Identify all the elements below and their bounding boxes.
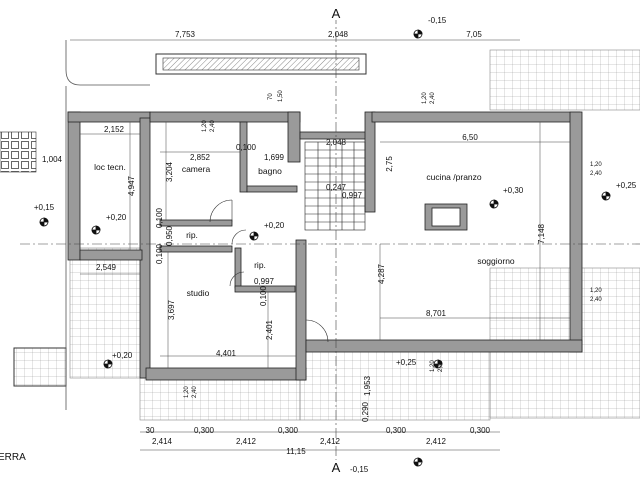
dim-studio-h: 3,697: [167, 299, 176, 320]
dim-top-2: 2,048: [328, 30, 349, 39]
dim-stair-w: 2,048: [326, 138, 347, 147]
level-marker-icon: [489, 199, 499, 209]
room-rip-2: rip.: [254, 260, 266, 270]
level-markers: [39, 29, 611, 467]
dim-wall-a: 0,100: [236, 143, 257, 152]
dim-stair-a: 0,247: [326, 183, 347, 192]
dim-bay-3: 2,412: [320, 437, 341, 446]
dim-loc-h: 4,947: [127, 175, 136, 196]
section-marker-bottom: A: [332, 460, 341, 475]
level-top: -0,15: [428, 16, 447, 25]
dim-terrace-h: 1,953: [363, 375, 372, 396]
dim-kitchen-h: 2,75: [385, 156, 394, 172]
dim-win-240a: 2,40: [210, 120, 216, 132]
dimension-lines: [70, 39, 570, 451]
garden-boundary: [65, 40, 150, 86]
level-marker-icon: [433, 359, 443, 369]
dim-win-120d: 1,20: [590, 288, 602, 294]
dim-wall-d: 0,100: [259, 285, 268, 306]
dim-rip-w: 0,950: [165, 225, 174, 246]
bench-left: [13, 347, 67, 387]
staircase: [304, 141, 366, 231]
dim-top-1: 7,753: [175, 30, 196, 39]
terrace-areas: [69, 49, 640, 421]
dim-bay-4: 2,412: [426, 437, 447, 446]
dim-camera-h: 3,204: [165, 161, 174, 182]
level-marker-icon: [413, 457, 423, 467]
fireplace: [431, 207, 461, 227]
dim-win-120f: 1,20: [184, 386, 190, 398]
dim-living-w: 8,701: [426, 309, 447, 318]
dim-col-4: 0,300: [470, 426, 491, 435]
room-loc-tecn: loc tecn.: [94, 162, 126, 172]
dim-col-1: 0,300: [194, 426, 215, 435]
dim-win-240f: 2,40: [192, 386, 198, 398]
room-soggiorno: soggiorno: [477, 256, 515, 266]
paving-left: [0, 131, 37, 173]
dim-rip2-w: 0,997: [254, 277, 275, 286]
room-cucina: cucina /pranzo: [426, 172, 482, 182]
level-marker-icon: [249, 231, 259, 241]
dim-loc-w: 2,152: [104, 125, 125, 134]
room-bagno: bagno: [258, 166, 282, 176]
dim-wall-b: 0,100: [155, 207, 164, 228]
level-terrace-left: +0,20: [112, 351, 133, 360]
room-rip-1: rip.: [186, 230, 198, 240]
room-camera: camera: [182, 164, 211, 174]
dim-bottom-left: 2,549: [96, 263, 117, 272]
walls: [67, 111, 583, 381]
level-marker-icon: [103, 359, 113, 369]
level-marker-icon: [413, 29, 423, 39]
level-cucina: +0,30: [503, 186, 524, 195]
dim-bay-2: 2,412: [236, 437, 257, 446]
level-right: +0,25: [616, 181, 637, 190]
level-loc: +0,20: [106, 213, 127, 222]
section-marker-top: A: [332, 6, 341, 21]
dim-stair-b: 0,997: [342, 191, 363, 200]
dim-win-120b: 1,20: [422, 92, 428, 104]
dim-win-70: 70: [268, 93, 274, 100]
dim-bay-1: 2,414: [152, 437, 173, 446]
dim-win-150: 1,50: [278, 90, 284, 102]
dim-win-120a: 1,20: [202, 120, 208, 132]
dim-kitchen-w: 6,50: [462, 133, 478, 142]
level-marker-icon: [601, 191, 611, 201]
level-marker-icon: [39, 217, 49, 227]
dim-studio-w: 4,401: [216, 349, 237, 358]
dim-top-3: 7,05: [466, 30, 482, 39]
dim-terrace-t: 0,290: [361, 401, 370, 422]
door-swings: [209, 199, 329, 343]
room-studio: studio: [187, 288, 210, 298]
planter-top-fill: [162, 57, 360, 71]
dim-living-h2: 4,287: [377, 263, 386, 284]
level-left: +0,15: [34, 203, 55, 212]
dim-win-240c: 2,40: [590, 171, 602, 177]
dim-left-1: 1,004: [42, 155, 63, 164]
section-markers: A A: [331, 6, 342, 475]
dim-col-2: 0,300: [278, 426, 299, 435]
dim-win-120c: 1,20: [590, 162, 602, 168]
level-terrace-right: +0,25: [396, 358, 417, 367]
dim-col-3: 0,300: [386, 426, 407, 435]
dim-wall-c: 0,100: [155, 243, 164, 264]
dim-win-240e: 2,40: [438, 360, 444, 372]
dim-living-h: 7,148: [537, 223, 546, 244]
dim-camera-w: 2,852: [190, 153, 211, 162]
dim-win-240b: 2,40: [430, 92, 436, 104]
level-marker-icon: [91, 225, 101, 235]
level-bottom: -0,15: [350, 465, 369, 474]
drawing-title: ERRA: [0, 452, 26, 463]
dim-win-120e: 1,20: [430, 360, 436, 372]
dim-bagno-w: 1,699: [264, 153, 285, 162]
dim-studio-r: 2,401: [265, 319, 274, 340]
section-lines: [20, 14, 640, 470]
dim-col-0: 30: [146, 426, 155, 435]
dim-win-240d: 2,40: [590, 297, 602, 303]
dim-total: 11,15: [286, 447, 306, 456]
level-hall: +0,20: [264, 221, 285, 230]
